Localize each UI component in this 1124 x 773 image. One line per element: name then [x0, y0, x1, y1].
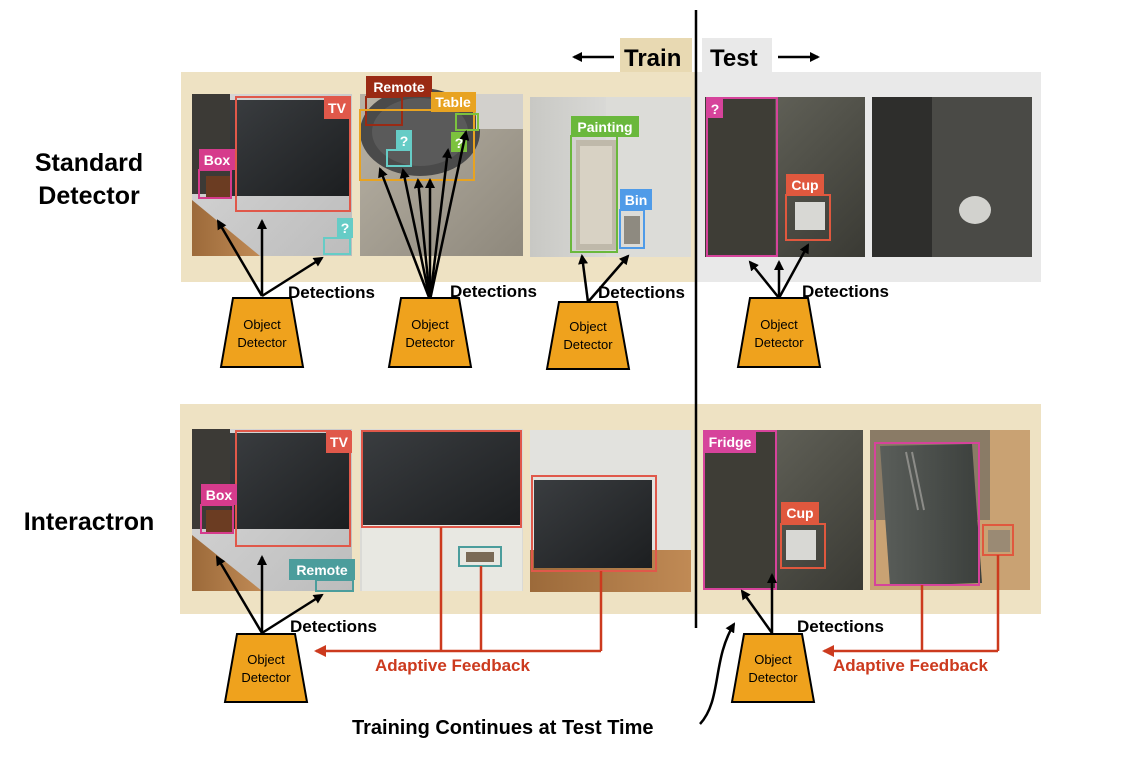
std-box-label: Box: [204, 152, 231, 168]
standard-label-line1: Standard: [35, 149, 143, 177]
std-remote-label: Remote: [373, 79, 425, 95]
train-feedback-lines: [314, 527, 603, 657]
std-detector-1-line1: Object: [243, 317, 281, 332]
std-detector-4-line2: Detector: [754, 335, 804, 350]
std-image-table-scene: [360, 88, 523, 256]
caption: Training Continues at Test Time: [352, 717, 654, 739]
test-header: Test: [702, 38, 820, 72]
train-label: Train: [624, 45, 681, 72]
std-detections-2: Detections: [450, 282, 537, 301]
train-header-bg: [620, 38, 692, 72]
int-box-label: Box: [206, 487, 233, 503]
test-feedback-lines: [822, 555, 1000, 657]
standard-label-line2: Detector: [38, 182, 140, 210]
std-image-test-plain: [872, 97, 1032, 257]
train-header: Train: [572, 38, 692, 72]
int-detector-1-line2: Detector: [241, 670, 291, 685]
caption-arrow: [699, 622, 736, 725]
std-detector-1-line2: Detector: [237, 335, 287, 350]
std-boxes: TV Box ? Remote Table ? ? Painting Bin: [198, 76, 831, 257]
int-detections-1: Detections: [290, 617, 377, 636]
std-unknown-label-3: ?: [455, 135, 464, 151]
std-unknown-label-4: ?: [711, 101, 720, 117]
std-detector-3-line1: Object: [569, 319, 607, 334]
int-detection-arrows: [215, 555, 777, 635]
int-detector-2-line1: Object: [754, 652, 792, 667]
int-detector-2: Object Detector: [730, 633, 816, 703]
std-detection-arrows: [216, 130, 810, 303]
int-remote-label: Remote: [296, 562, 348, 578]
test-header-bg: [702, 38, 772, 72]
std-detector-2: Object Detector: [387, 297, 473, 368]
int-boxes: TV Box Remote Fridge Cup: [200, 430, 1014, 592]
int-detector-1: Object Detector: [223, 633, 309, 703]
std-tv-label: TV: [328, 100, 347, 116]
int-image-test-fridge: [870, 430, 1030, 590]
std-detector-2-line1: Object: [411, 317, 449, 332]
std-detector-2-line2: Detector: [405, 335, 455, 350]
std-table-label: Table: [435, 94, 471, 110]
test-feedback-label: Adaptive Feedback: [833, 656, 988, 675]
std-detections-4: Detections: [802, 282, 889, 301]
int-image-tv-far: [530, 430, 691, 592]
std-detections-1: Detections: [288, 283, 375, 302]
std-detector-3: Object Detector: [545, 301, 631, 370]
int-detector-1-line1: Object: [247, 652, 285, 667]
int-fridge-label: Fridge: [709, 434, 752, 450]
int-cup-label: Cup: [786, 505, 813, 521]
std-detections-3: Detections: [598, 283, 685, 302]
std-detector-4: Object Detector: [736, 297, 822, 368]
std-bin-label: Bin: [625, 192, 648, 208]
std-detector-1: Object Detector: [219, 297, 305, 368]
std-image-tv-scene: [192, 94, 352, 256]
std-detector-4-line1: Object: [760, 317, 798, 332]
std-unknown-label-1: ?: [341, 220, 350, 236]
std-cup-label: Cup: [791, 177, 818, 193]
train-feedback-label: Adaptive Feedback: [375, 656, 530, 675]
std-detector-3-line2: Detector: [563, 337, 613, 352]
std-painting-label: Painting: [577, 119, 632, 135]
int-tv-label: TV: [330, 434, 349, 450]
test-label: Test: [710, 45, 758, 72]
interactron-label: Interactron: [24, 508, 155, 536]
std-unknown-label-2: ?: [400, 133, 409, 149]
int-detections-2: Detections: [797, 617, 884, 636]
int-detector-2-line2: Detector: [748, 670, 798, 685]
